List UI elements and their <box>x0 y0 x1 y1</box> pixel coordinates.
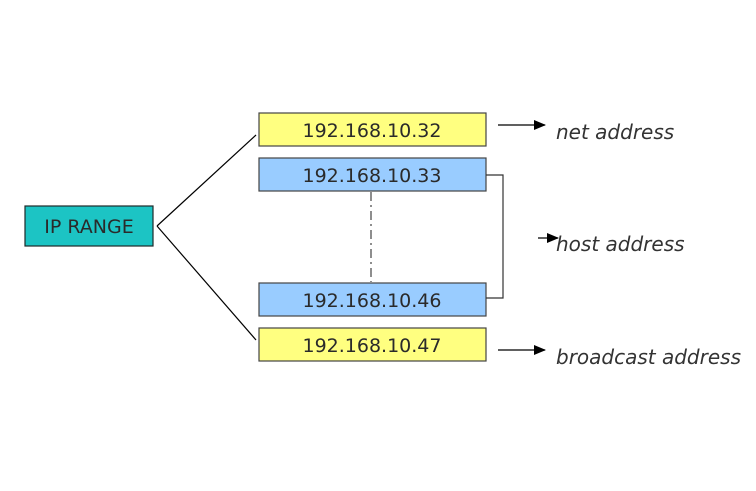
host-address-label: host address <box>556 232 685 256</box>
ip-range-label: IP RANGE <box>44 216 133 238</box>
first-host-node: 192.168.10.33 <box>258 157 487 192</box>
last-host-box <box>258 282 487 317</box>
net-address-node: 192.168.10.32 <box>258 112 487 147</box>
last-host-node: 192.168.10.46 <box>258 282 487 317</box>
ip-range-box <box>24 205 154 247</box>
net-address-value: 192.168.10.32 <box>302 120 441 142</box>
connector-to-broadcast <box>156 225 257 341</box>
broadcast-value: 192.168.10.47 <box>302 335 441 357</box>
last-host-value: 192.168.10.46 <box>302 290 441 312</box>
host-range-bracket <box>486 174 504 299</box>
ip-range-node: IP RANGE <box>24 205 154 247</box>
broadcast-address-label: broadcast address <box>556 345 741 369</box>
net-address-label: net address <box>556 120 674 144</box>
connector-to-net <box>156 134 257 227</box>
broadcast-node: 192.168.10.47 <box>258 327 487 362</box>
first-host-value: 192.168.10.33 <box>302 165 441 187</box>
broadcast-box <box>258 327 487 362</box>
first-host-box <box>258 157 487 192</box>
net-address-box <box>258 112 487 147</box>
